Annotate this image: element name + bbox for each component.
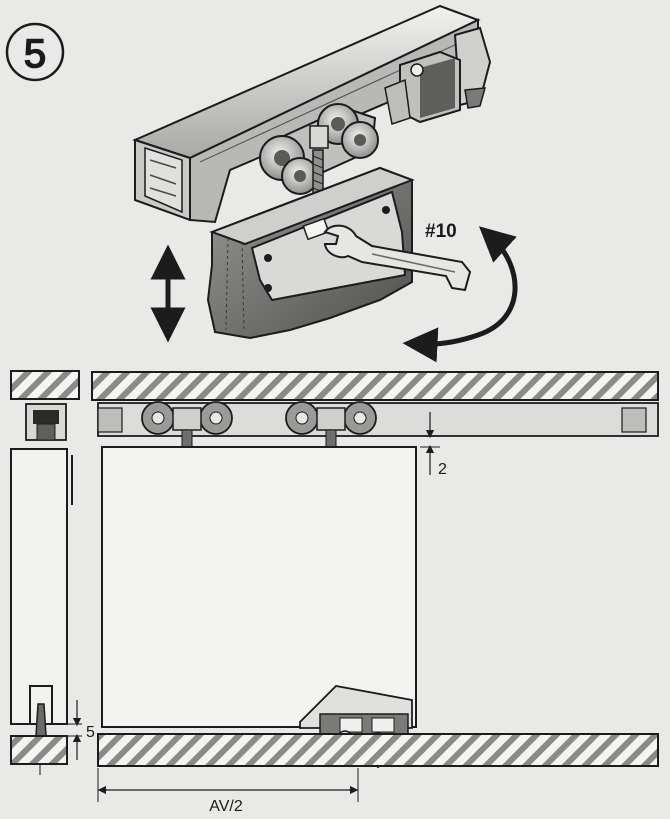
ceiling-section xyxy=(10,370,80,400)
dimension-bottom-gap: 5 xyxy=(68,700,95,760)
offset-label: AV/2 xyxy=(209,798,243,815)
floor-section xyxy=(97,733,659,767)
wrench-size-label: #10 xyxy=(425,221,457,242)
top-gap-label: 2 xyxy=(438,461,447,478)
front-elevation-view: 2 AV/2 xyxy=(91,371,659,815)
step-number-badge: 5 xyxy=(5,22,65,82)
hardware-perspective-illustration: #10 xyxy=(132,4,518,363)
door-bottom-groove xyxy=(29,685,53,724)
rail-end-stop-left xyxy=(97,407,123,433)
bottom-gap-label: 5 xyxy=(86,724,95,741)
step-number-text: 5 xyxy=(24,32,46,76)
dimension-top-gap: 2 xyxy=(420,412,447,478)
dimension-offset: AV/2 xyxy=(97,768,359,815)
rotation-arrow xyxy=(402,226,518,363)
door-edge-view xyxy=(10,448,68,725)
roller-trolley xyxy=(259,103,379,195)
track-stop-block xyxy=(384,50,461,125)
floor-guide-pin xyxy=(35,703,47,737)
rail-profile-section xyxy=(25,403,67,441)
ceiling-beam xyxy=(91,371,659,401)
floor-section-left xyxy=(10,735,68,765)
door-panel-front xyxy=(101,446,417,728)
rail-end-stop-right xyxy=(621,407,647,433)
side-section-view: 5 xyxy=(10,370,95,775)
